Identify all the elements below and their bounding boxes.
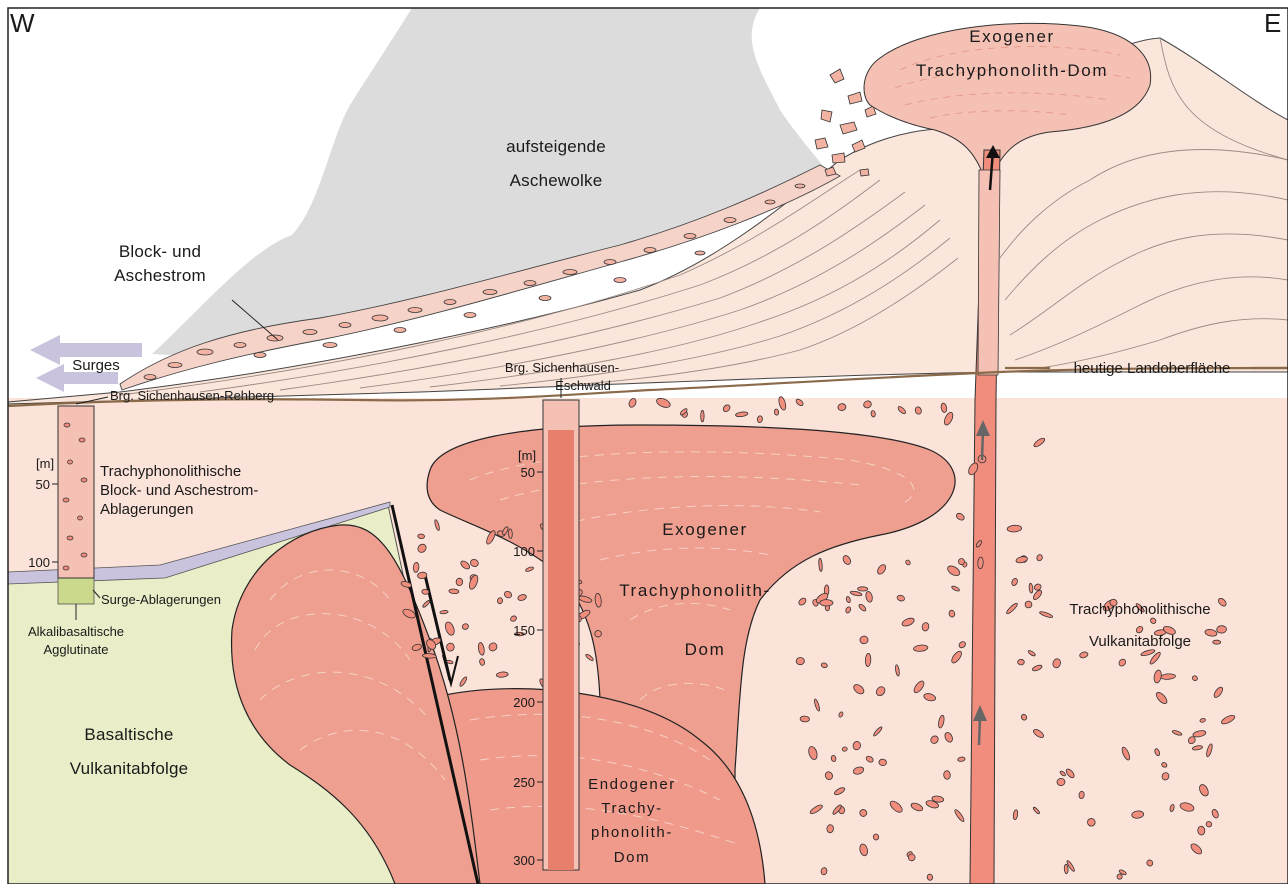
middle-dome-label-line3: Dom <box>685 640 726 659</box>
borehole-eschwald-label-line2: Eschwald <box>555 378 611 393</box>
breccia-clast <box>422 589 430 595</box>
summit-dome-label-line1: Exogener <box>969 27 1055 46</box>
block-flow-label-line1: Block- und <box>119 242 201 261</box>
breccia-clast <box>871 410 876 417</box>
borehole-eschwald-tick-300: 300 <box>513 853 535 868</box>
basalt-label-line1: Basaltische <box>84 725 173 744</box>
surge-deposits-label: Surge-Ablagerungen <box>101 592 221 607</box>
land-surface-label: heutige Landoberfläche <box>1074 360 1231 377</box>
breccia-clast <box>879 759 887 766</box>
deposits-label-line2: Block- und Aschestrom- <box>100 482 258 499</box>
breccia-clast <box>1217 625 1227 633</box>
breccia-clast <box>908 854 915 861</box>
breccia-clast <box>1057 778 1066 786</box>
breccia-clast <box>418 534 425 539</box>
breccia-clast <box>820 599 833 606</box>
breccia-clast <box>1079 791 1085 799</box>
breccia-clast <box>826 824 834 833</box>
feeder-conduit-upper <box>978 170 1000 375</box>
endogenous-dome-label-line2: Trachy- <box>601 800 662 817</box>
borehole-eschwald-label-line1: Brg. Sichenhausen- <box>505 360 619 375</box>
volcanic-sequence-label-line1: Trachyphonolithische <box>1069 601 1210 618</box>
agglutinate-label-line1: Alkalibasaltische <box>28 624 124 639</box>
borehole-rehberg-label: Brg. Sichenhausen-Rehberg <box>110 388 274 403</box>
borehole-eschwald-unit: [m] <box>518 448 536 463</box>
agglutinate-block <box>58 578 94 604</box>
breccia-clast <box>508 529 512 539</box>
block-flow-label-line2: Aschestrom <box>114 266 206 285</box>
breccia-clast <box>456 578 463 586</box>
deposits-label-line1: Trachyphonolithische <box>100 463 241 480</box>
borehole-eschwald-tick-250: 250 <box>513 775 535 790</box>
middle-dome-label-line1: Exogener <box>662 520 748 539</box>
breccia-clast <box>757 415 763 422</box>
breccia-clast <box>958 558 964 565</box>
surges-label: Surges <box>72 357 120 374</box>
breccia-clast <box>1018 659 1025 665</box>
borehole-rehberg-unit: [m] <box>36 456 54 471</box>
borehole-eschwald-tick-100: 100 <box>513 544 535 559</box>
breccia-clast <box>1064 864 1068 874</box>
deposits-label-line3: Ablagerungen <box>100 501 193 518</box>
volcanic-sequence-label-line2: Vulkanitabfolge <box>1089 633 1191 650</box>
middle-dome-label-line2: Trachyphonolith- <box>619 581 771 600</box>
breccia-clast <box>858 587 868 591</box>
borehole-rehberg-tick-50: 50 <box>36 477 50 492</box>
endogenous-dome-label-line4: Dom <box>614 849 650 866</box>
basalt-label-line2: Vulkanitabfolge <box>70 759 189 778</box>
borehole-eschwald-tick-200: 200 <box>513 695 535 710</box>
breccia-clast <box>865 653 871 666</box>
breccia-clast <box>701 410 704 422</box>
agglutinate-label-line2: Agglutinate <box>43 642 108 657</box>
ash-cloud-label-line2: Aschewolke <box>510 171 603 190</box>
breccia-clast <box>927 874 933 881</box>
summit-dome-label-line2: Trachyphonolith-Dom <box>916 61 1108 80</box>
breccia-clast <box>449 589 459 594</box>
borehole-eschwald-tick-150: 150 <box>513 623 535 638</box>
borehole-rehberg-column <box>58 406 94 578</box>
breccia-clast <box>800 716 810 722</box>
ash-cloud-label-line1: aufsteigende <box>506 137 606 156</box>
breccia-clast <box>1213 640 1221 644</box>
breccia-clast <box>413 562 419 572</box>
endogenous-dome-label-line1: Endogener <box>588 776 676 793</box>
breccia-clast <box>796 657 805 665</box>
borehole-eschwald-tick-50: 50 <box>521 465 535 480</box>
borehole-rehberg-tick-100: 100 <box>28 555 50 570</box>
endogenous-dome-label-line3: phonolith- <box>591 824 673 841</box>
west-label: W <box>10 8 35 38</box>
east-label: E <box>1264 8 1281 38</box>
breccia-clast <box>842 747 848 752</box>
breccia-clast <box>978 557 984 569</box>
borehole-eschwald-core <box>548 430 574 870</box>
